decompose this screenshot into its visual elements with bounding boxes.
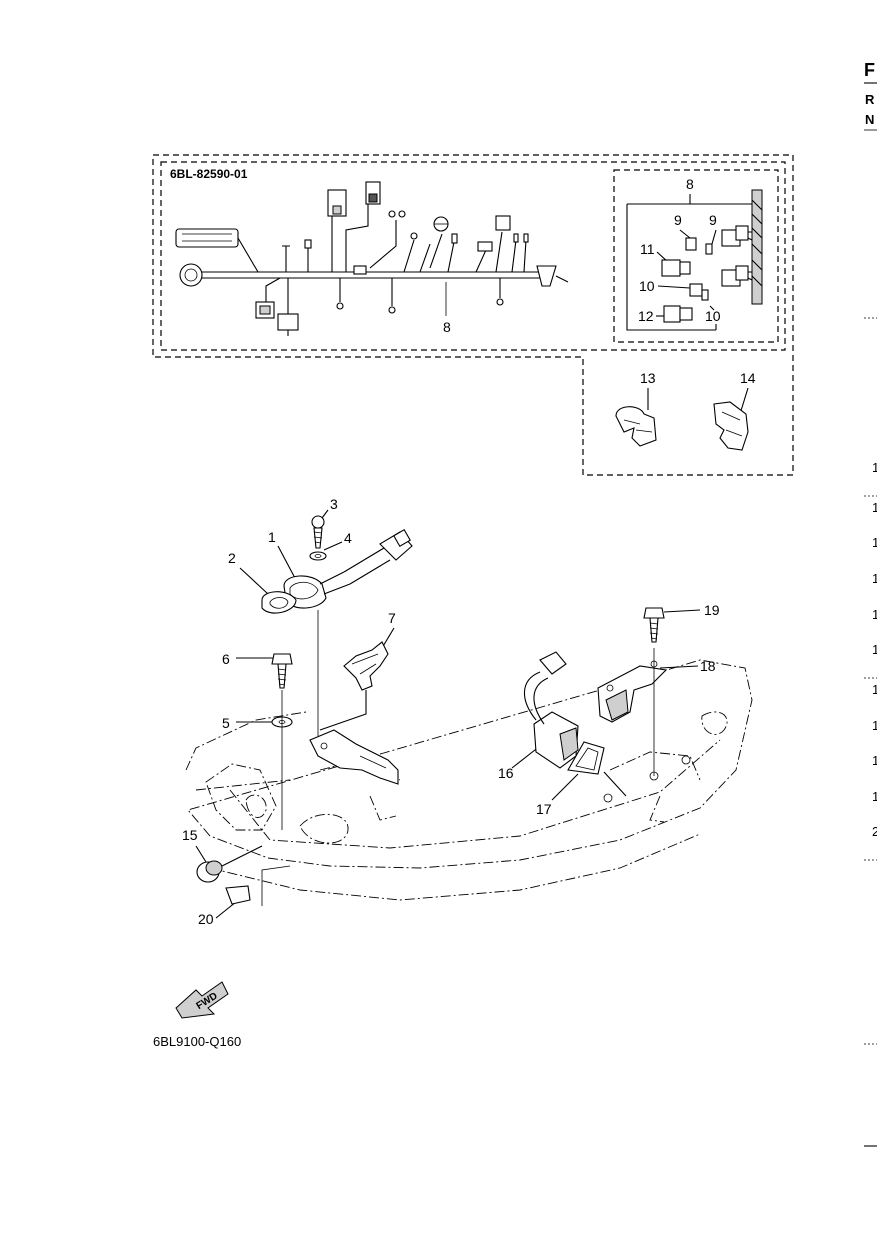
callout-14: 14 [740, 370, 756, 386]
callout-8-main: 8 [443, 319, 451, 335]
wire-harness-main [175, 181, 569, 336]
edge-num-5: 1 [872, 607, 877, 622]
edge-letter-3: N [865, 112, 874, 127]
callout-15: 15 [182, 827, 198, 843]
callout-7: 7 [388, 610, 396, 626]
edge-num-2: 1 [872, 500, 877, 515]
edge-num-6: 1 [872, 642, 877, 657]
screw-3: 3 [311, 496, 338, 549]
plug-15: 15 [182, 827, 263, 883]
bracket-base [309, 729, 399, 785]
bolt-19: 19 [643, 602, 720, 776]
washer-4: 4 [309, 530, 352, 561]
holder-7: 7 [319, 610, 396, 731]
harness-box: 6BL-82590-01 [152, 154, 794, 476]
edge-num-1: 1 [872, 460, 877, 475]
callout-4: 4 [344, 530, 352, 546]
clamp-13: 13 [615, 370, 657, 447]
callout-10-left: 10 [639, 278, 655, 294]
edge-num-8: 1 [872, 718, 877, 733]
callout-3: 3 [330, 496, 338, 512]
callout-13: 13 [640, 370, 656, 386]
edge-letter-1: F [864, 60, 875, 80]
grommet-1: 1 [268, 529, 413, 736]
clamp-14: 14 [713, 370, 756, 451]
edge-letter-2: R [865, 92, 875, 107]
edge-num-11: 2 [872, 824, 877, 839]
callout-18: 18 [700, 658, 716, 674]
edge-num-9: 1 [872, 753, 877, 768]
diagram-code: 6BL9100-Q160 [153, 1034, 241, 1049]
washer-5: 5 [222, 690, 293, 830]
edge-num-7: 1 [872, 682, 877, 697]
bracket-18: 18 [597, 658, 716, 723]
callout-12: 12 [638, 308, 654, 324]
lower-cowling [185, 659, 753, 901]
connector-subbox: 8 9 9 11 10 12 10 [613, 169, 779, 343]
right-edge-index: F R N 1 1 1 1 1 1 1 1 1 1 2 [864, 60, 877, 1147]
callout-6: 6 [222, 651, 230, 667]
callout-5: 5 [222, 715, 230, 731]
fwd-arrow-icon: FWD [175, 981, 229, 1019]
grommet-2: 2 [228, 550, 297, 614]
screw-6: 6 [222, 651, 293, 689]
callout-17: 17 [536, 801, 552, 817]
edge-num-3: 1 [872, 535, 877, 550]
callout-8-sub: 8 [686, 176, 694, 192]
callout-9-right: 9 [709, 212, 717, 228]
callout-1: 1 [268, 529, 276, 545]
callout-16: 16 [498, 765, 514, 781]
harness-code: 6BL-82590-01 [170, 167, 248, 181]
label-20: 20 [198, 865, 291, 927]
edge-num-4: 1 [872, 571, 877, 586]
connector-16: 16 [498, 651, 579, 781]
edge-num-10: 1 [872, 789, 877, 804]
callout-19: 19 [704, 602, 720, 618]
callout-20: 20 [198, 911, 214, 927]
callout-2: 2 [228, 550, 236, 566]
callout-11: 11 [640, 241, 655, 257]
callout-10-right: 10 [705, 308, 721, 324]
callout-9-left: 9 [674, 212, 682, 228]
gasket-17: 17 [536, 741, 627, 817]
